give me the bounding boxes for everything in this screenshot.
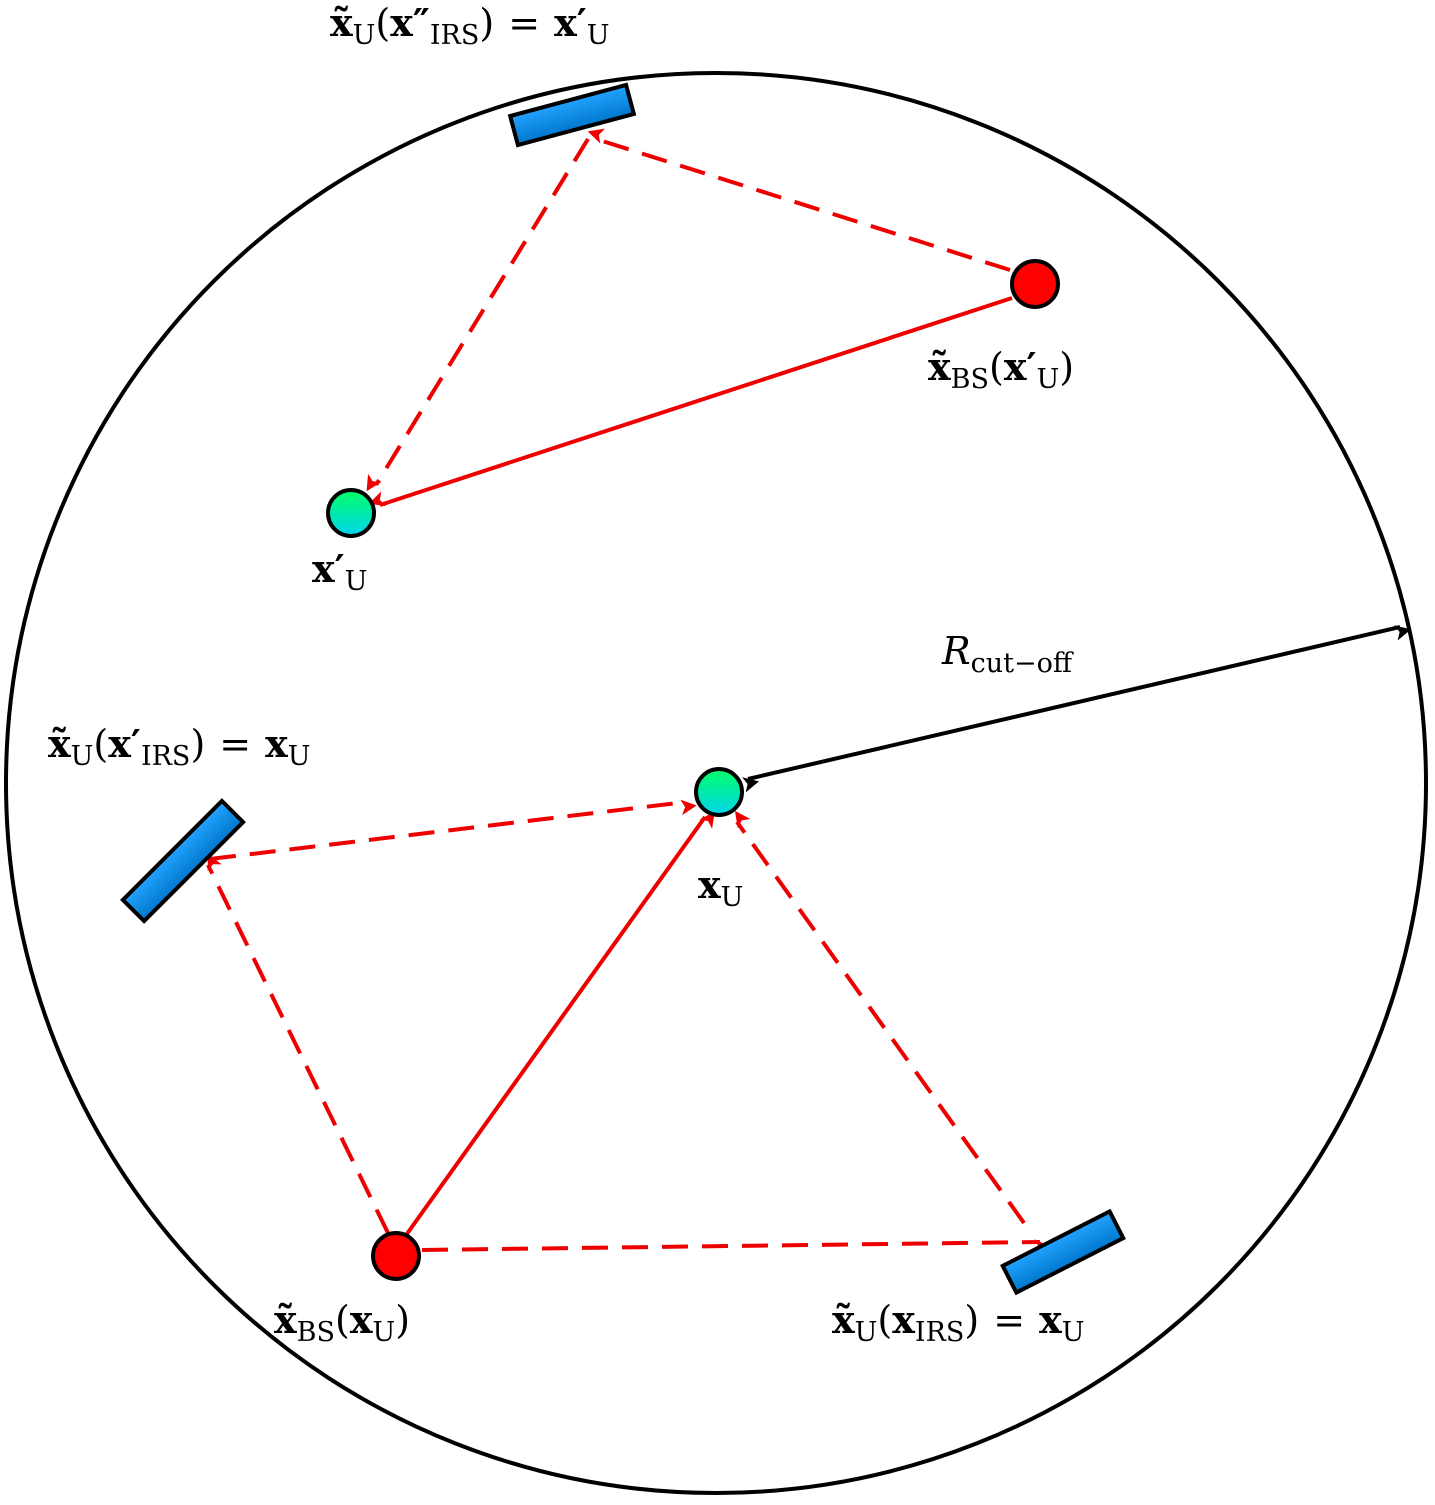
path-bs-top-to-user-top-direct bbox=[368, 296, 1013, 507]
path-irs-left-to-user-center bbox=[209, 799, 697, 861]
path-bs-bottom-to-irs-bottom bbox=[421, 1239, 1051, 1255]
label-user-center: xU bbox=[698, 862, 743, 913]
radius-arrow bbox=[742, 625, 1412, 793]
irs-top-panel bbox=[507, 82, 637, 148]
path-irs-bottom-to-user-center bbox=[734, 810, 1026, 1225]
label-irs-top: x̃U(x″IRS)=x′U bbox=[330, 0, 610, 51]
bs-top-node bbox=[1010, 259, 1060, 309]
label-irs-bottom: x̃U(xIRS)=xU bbox=[832, 1297, 1085, 1348]
label-bs-bottom: x̃BS(xU) bbox=[274, 1297, 410, 1348]
label-irs-left: x̃U(x′IRS)=xU bbox=[48, 721, 311, 772]
user-center-node bbox=[694, 767, 744, 817]
bs-bottom-node bbox=[371, 1231, 421, 1281]
label-bs-top: x̃BS(x′U) bbox=[928, 344, 1074, 395]
path-irs-top-to-user-top bbox=[366, 137, 590, 492]
label-radius: Rcut−off bbox=[941, 629, 1074, 679]
coverage-boundary-circle bbox=[4, 71, 1428, 1495]
path-bs-top-to-irs-top bbox=[587, 128, 1011, 272]
user-top-node bbox=[326, 488, 376, 538]
irs-left-panel bbox=[120, 798, 246, 924]
label-user-top: x′U bbox=[312, 546, 367, 597]
irs-bottom-panel bbox=[1000, 1208, 1126, 1296]
path-bs-bottom-to-user-center-direct bbox=[402, 811, 715, 1240]
path-bs-bottom-to-irs-left bbox=[206, 853, 390, 1234]
